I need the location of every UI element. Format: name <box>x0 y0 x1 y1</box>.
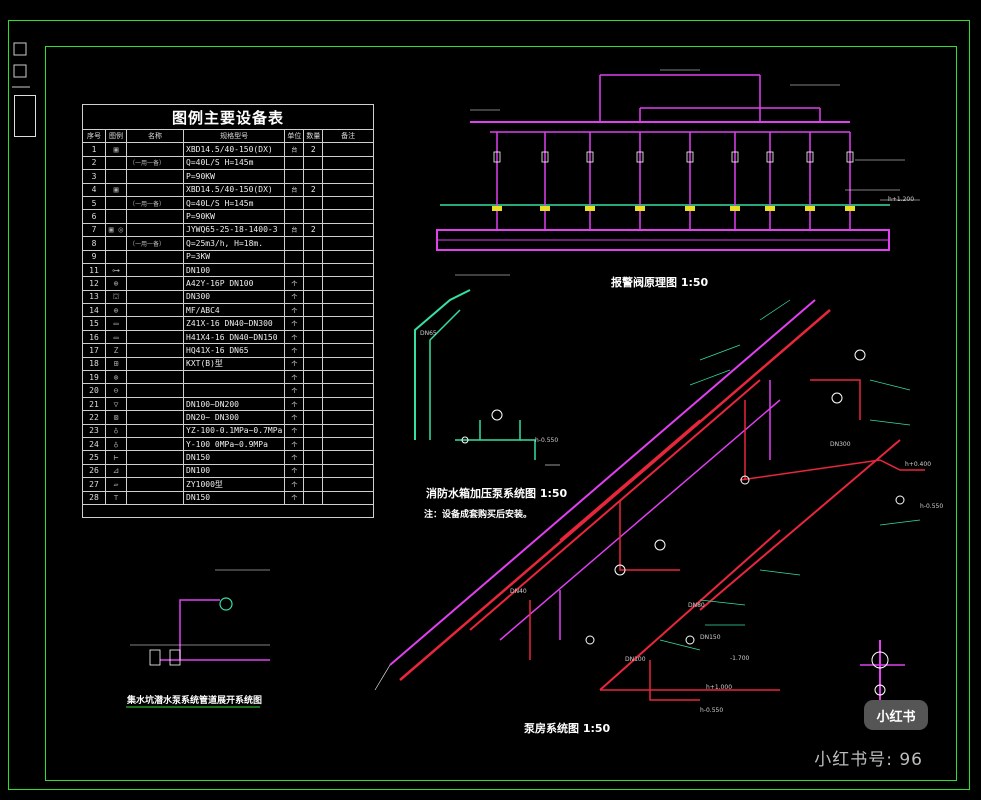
alarm-valve-symbol <box>492 206 502 211</box>
gate-valve-symbol <box>493 151 501 163</box>
pipe-size-tag: DN65 <box>420 330 437 337</box>
watermark-text: 小红书号: 96 <box>814 750 923 770</box>
sheet-side-block <box>14 95 36 137</box>
xiaohongshu-badge: 小红书 <box>864 700 928 730</box>
gate-valve-symbol <box>586 151 594 163</box>
elevation-tag: h-0.550 <box>700 707 724 714</box>
elevation-tag: h-0.550 <box>535 437 559 444</box>
caption-pump-room: 泵房系统图 1:50 <box>524 722 611 735</box>
caption-sump-pump: 集水坑潜水泵系统管道展开系统图 <box>127 696 263 706</box>
pipe-size-tag: DN100 <box>625 656 646 663</box>
equipment-legend-table: 图例主要设备表 序号 图例 名称 规格型号 单位 数量 备注 1▣XBD14.5… <box>82 104 374 519</box>
alarm-valve-diagram <box>436 69 920 251</box>
gate-valve-symbol <box>766 151 774 163</box>
drawing-outer-frame <box>8 20 970 790</box>
alarm-valve-symbol <box>585 206 595 211</box>
caption-alarm-valve-room: 报警阀原理图 1:50 <box>611 276 709 289</box>
fire-tank-pump-diagram <box>414 274 560 466</box>
pipe-size-tag: DN150 <box>700 634 721 641</box>
alarm-valve-symbol <box>540 206 550 211</box>
pipe-size-tag: DN300 <box>830 441 851 448</box>
pipe-size-tag: DN80 <box>688 602 705 609</box>
gate-valve-symbol <box>636 151 644 163</box>
sump-pump-diagram <box>126 569 270 708</box>
alarm-valve-symbol <box>845 206 855 211</box>
elevation-tag: h-0.550 <box>920 503 944 510</box>
alarm-valve-symbol <box>805 206 815 211</box>
alarm-valve-symbol <box>635 206 645 211</box>
alarm-valve-detail <box>860 640 905 700</box>
elevation-tag: h+0.400 <box>905 461 932 468</box>
elevation-tag: h+1.200 <box>888 196 915 203</box>
alarm-valve-symbol <box>765 206 775 211</box>
pipe-size-tag: DN40 <box>510 588 527 595</box>
caption-fire-tank-pump: 消防水箱加压泵系统图 1:50 <box>426 487 568 500</box>
gate-valve-symbol <box>731 151 739 163</box>
legend-row: 18⊞KXT(B)型个 <box>82 356 374 372</box>
legend-row: 27▱ZY1000型个 <box>82 477 374 492</box>
gate-valve-symbol <box>846 151 854 163</box>
sheet-binding-marks <box>12 42 30 88</box>
elevation-tag: h+1.000 <box>706 684 733 691</box>
gate-valve-symbol <box>541 151 549 163</box>
alarm-valve-symbol <box>730 206 740 211</box>
alarm-valve-symbol <box>685 206 695 211</box>
elevation-tag: -1.700 <box>730 655 750 662</box>
legend-row: 19⊗个 <box>82 370 374 385</box>
drawing-inner-frame <box>45 46 957 781</box>
legend-title: 图例主要设备表 <box>82 104 374 130</box>
legend-footnote <box>82 503 374 519</box>
legend-row: 5（一用一备）Q=40L/S H=145m <box>82 195 374 211</box>
legend-row: 11⊶DN100 <box>82 262 374 278</box>
pump-room-diagram <box>374 299 925 701</box>
gate-valve-symbol <box>806 151 814 163</box>
gate-valve-symbol <box>686 151 694 163</box>
caption-fire-tank-note: 注：设备成套购买后安装。 <box>424 510 533 520</box>
